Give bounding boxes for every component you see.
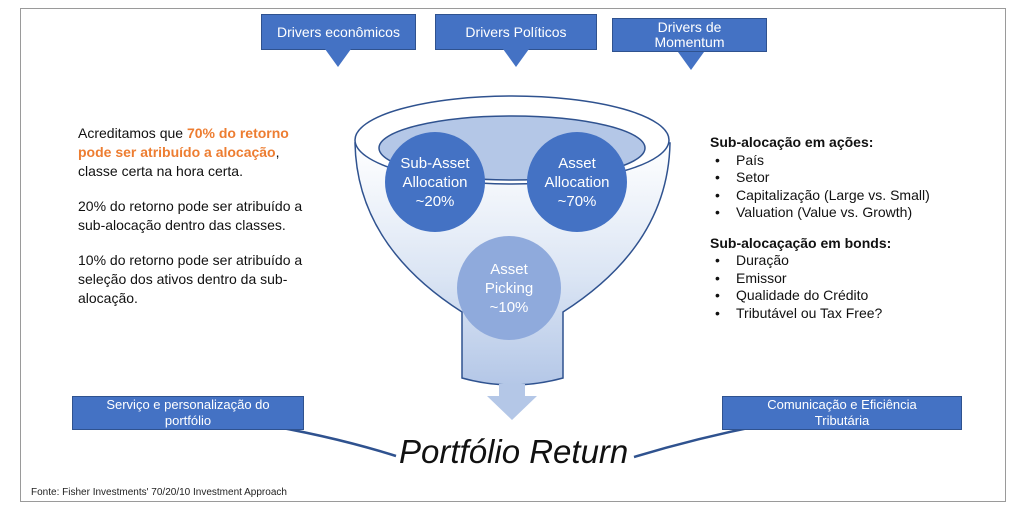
left-paragraph-2: 20% do retorno pode ser atribuído a sub-… [78, 198, 303, 233]
list-item: País [710, 152, 980, 170]
circle-sub-asset-line3: ~20% [415, 192, 455, 210]
circle-asset-allocation-line3: ~70% [557, 192, 597, 210]
list-item: Tributável ou Tax Free? [710, 305, 980, 323]
list-item: Qualidade do Crédito [710, 287, 980, 305]
circle-asset-picking-line1: Asset [490, 260, 528, 278]
driver-momentum-line1: Drivers de [657, 19, 722, 35]
communication-box: Comunicação e Eficiência Tributária [722, 396, 962, 430]
driver-political-label: Drivers Políticos [465, 23, 567, 40]
list-item: Capitalização (Large vs. Small) [710, 187, 980, 205]
list-item: Emissor [710, 270, 980, 288]
circle-sub-asset-line2: Allocation [402, 173, 468, 191]
driver-momentum-line2: Momentum [654, 34, 725, 50]
driver-economic-label: Drivers econômicos [277, 23, 400, 40]
bonds-title: Sub-alocaçação em bonds: [710, 234, 892, 251]
equities-list: País Setor Capitalização (Large vs. Smal… [710, 152, 980, 222]
list-item: Valuation (Value vs. Growth) [710, 204, 980, 222]
left-p1-suffix: , classe certa na hora certa. [78, 144, 280, 179]
communication-label: Comunicação e Eficiência Tributária [767, 397, 917, 428]
circle-asset-picking-line3: ~10% [489, 298, 529, 316]
driver-momentum-arrow [678, 52, 704, 70]
bonds-list: Duração Emissor Qualidade do Crédito Tri… [710, 252, 980, 322]
slide-frame [20, 8, 1006, 502]
driver-political-arrow [503, 49, 529, 67]
driver-economic-arrow [325, 49, 351, 67]
list-item: Setor [710, 169, 980, 187]
service-label: Serviço e personalização do portfólio [106, 397, 270, 428]
left-description: Acreditamos que 70% do retorno pode ser … [78, 124, 303, 324]
portfolio-return-title: Portfólio Return [399, 433, 629, 470]
circle-sub-asset-line1: Sub-Asset [400, 154, 470, 172]
circle-asset-picking-line2: Picking [484, 279, 534, 297]
driver-momentum-label: Drivers de Momentum [654, 20, 724, 50]
right-description: Sub-alocação em ações: País Setor Capita… [710, 134, 980, 335]
list-item: Duração [710, 252, 980, 270]
left-paragraph-3: 10% do retorno pode ser atribuído a sele… [78, 252, 303, 306]
left-paragraph-1: Acreditamos que 70% do retorno pode ser … [78, 124, 303, 181]
left-p1-prefix: Acreditamos que [78, 125, 187, 141]
circle-asset-allocation-line2: Allocation [544, 173, 610, 191]
source-caption: Fonte: Fisher Investments' 70/20/10 Inve… [31, 487, 287, 498]
equities-title: Sub-alocação em ações: [710, 134, 874, 150]
circle-asset-allocation-line1: Asset [558, 154, 596, 172]
funnel-output-arrow [487, 384, 537, 420]
driver-momentum-box: Drivers de Momentum [612, 18, 767, 52]
driver-political-box: Drivers Políticos [435, 14, 597, 50]
left-p1-highlight: 70% do retorno pode ser atribuído a aloc… [78, 125, 289, 160]
service-box: Serviço e personalização do portfólio [72, 396, 304, 430]
